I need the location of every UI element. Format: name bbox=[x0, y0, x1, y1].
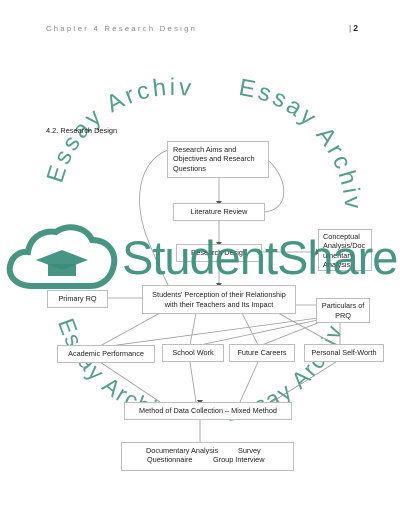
page-number: 2 bbox=[353, 23, 358, 33]
cap-base-icon bbox=[48, 264, 76, 276]
page-number-area: |2 bbox=[349, 23, 358, 33]
school-work-box: School Work bbox=[162, 344, 224, 362]
future-careers-box: Future Careers bbox=[229, 344, 295, 362]
studentshare-logo-icon bbox=[6, 224, 118, 289]
method-box: Method of Data Collection – Mixed Method bbox=[124, 402, 292, 420]
particulars-prq-box: Particulars of PRQ bbox=[316, 298, 370, 323]
conceptual-line-4: Analysis bbox=[323, 260, 351, 270]
research-aims-line-1: Research Aims and bbox=[173, 145, 237, 154]
personal-self-worth-label: Personal Self-Worth bbox=[311, 348, 377, 358]
method-group-interview: Group Interview bbox=[213, 455, 265, 465]
conceptual-analysis-box: Conceptual Analysis/Doc umentary Analysi… bbox=[318, 229, 372, 271]
methods-row-2: Questionnaire Group Interview bbox=[146, 455, 293, 464]
method-survey: Survey bbox=[238, 446, 261, 455]
future-careers-label: Future Careers bbox=[237, 348, 287, 358]
method-documentary-analysis: Documentary Analysis bbox=[146, 446, 219, 455]
research-aims-box: Research Aims and Objectives and Researc… bbox=[167, 141, 269, 178]
method-questionnaire: Questionnaire bbox=[147, 455, 193, 465]
methods-list-box: Documentary Analysis Survey Questionnair… bbox=[121, 442, 294, 471]
conceptual-line-1: Conceptual bbox=[323, 232, 360, 241]
personal-self-worth-box: Personal Self-Worth bbox=[304, 344, 384, 362]
studentshare-logo-text: StudentShare bbox=[122, 231, 398, 284]
literature-review-label: Literature Review bbox=[190, 207, 248, 217]
research-design-label: Research Design bbox=[191, 248, 247, 258]
chapter-title: Chapter 4 Research Design bbox=[46, 24, 198, 33]
methods-row-1: Documentary Analysis Survey bbox=[146, 446, 293, 455]
particulars-line-1: Particulars of bbox=[321, 301, 365, 311]
page-separator: | bbox=[349, 23, 352, 33]
conceptual-line-3: umentary bbox=[323, 250, 354, 260]
research-aims-line-2: Objectives and Research bbox=[173, 154, 255, 164]
primary-rq-label: Primary RQ bbox=[58, 294, 97, 304]
literature-review-box: Literature Review bbox=[173, 203, 265, 221]
conceptual-line-2: Analysis/Doc bbox=[323, 241, 366, 251]
academic-performance-box: Academic Performance bbox=[57, 345, 155, 363]
page-header: Chapter 4 Research Design |2 bbox=[46, 23, 358, 38]
academic-performance-label: Academic Performance bbox=[68, 349, 144, 359]
cloud-outline-icon bbox=[6, 224, 118, 289]
students-perception-line-2: with their Teachers and Its Impact bbox=[164, 299, 274, 309]
research-design-box: Research Design bbox=[176, 244, 262, 262]
section-heading: 4.2. Research Design bbox=[46, 126, 118, 135]
school-work-label: School Work bbox=[172, 348, 214, 358]
students-perception-box: Students' Perception of their Relationsh… bbox=[142, 285, 296, 314]
particulars-line-2: PRQ bbox=[335, 310, 351, 320]
method-label: Method of Data Collection – Mixed Method bbox=[139, 406, 277, 416]
students-perception-line-1: Students' Perception of their Relationsh… bbox=[152, 290, 286, 300]
primary-rq-box: Primary RQ bbox=[47, 290, 108, 308]
research-aims-line-3: Questions bbox=[173, 163, 206, 173]
